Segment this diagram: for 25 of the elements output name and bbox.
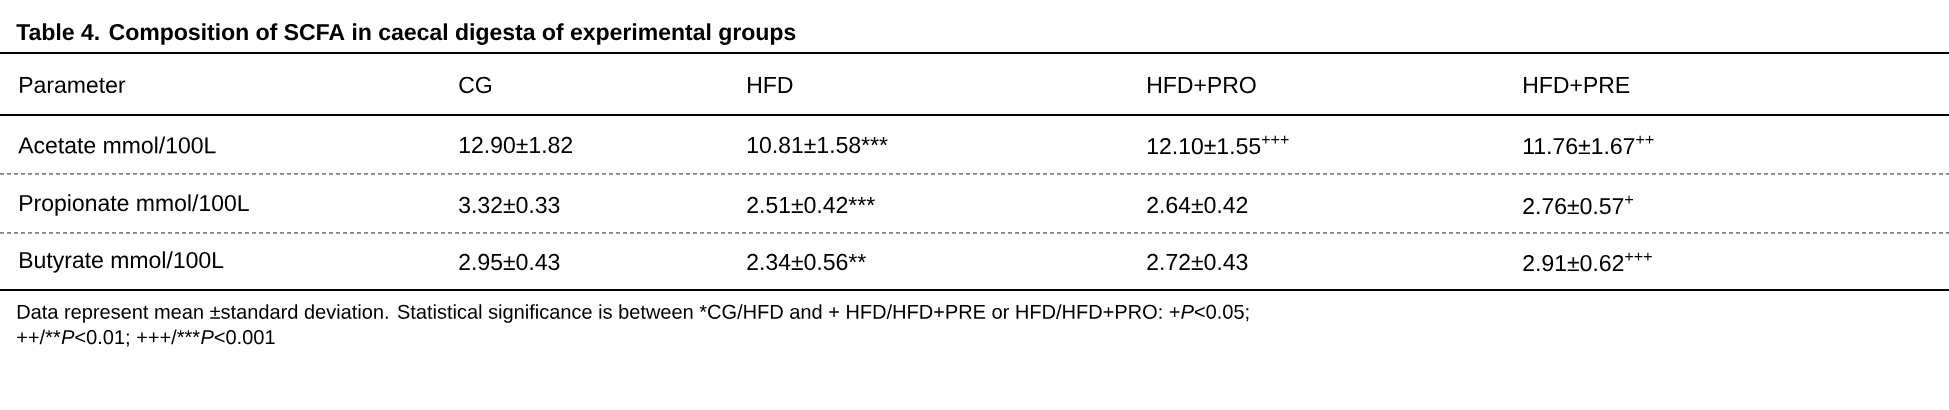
data-value: 10.81±1.58*** [747, 136, 888, 154]
column-header: HFD+PRE [1524, 77, 1630, 93]
data-value: 3.32±0.33 [459, 196, 560, 214]
row-label: Acetate mmol/100L [18, 136, 216, 154]
data-value: 2.34±0.56** [747, 253, 866, 271]
column-header: HFD+PRO [1148, 76, 1256, 94]
table-footnote: Data represent mean ±standard deviation. Statistical significance is between *CG/HFD and + HFD/HFD+PRE or HFD/HFD+PRO: +P<0.05; [17, 304, 1249, 323]
data-value: 2.91±0.62$^{+++}$ [1523, 252, 1652, 272]
column-header: CG [459, 76, 491, 94]
row-label: Propionate mmol/100L [20, 194, 249, 216]
footnote-text: P<0.001 [201, 330, 275, 345]
data-value: 11.76±1.67$^{++}$ [1523, 135, 1654, 155]
row-label: Butyrate mmol/100L [20, 251, 224, 273]
footnote-text: P<0.01; +++/*** [61, 329, 200, 347]
data-value: 2.72±0.43 [1147, 253, 1248, 271]
data-value: 2.51±0.42*** [747, 196, 875, 214]
table-title: Table 4. Composition of SCFA in caecal digesta of experimental groups [16, 23, 796, 45]
data-value: 2.76±0.57$^{+}$ [1523, 195, 1633, 215]
data-value: 12.10±1.55$^{+++}$ [1147, 135, 1289, 155]
data-value: 12.90±1.82 [459, 136, 572, 154]
data-value: 2.95±0.43 [459, 253, 560, 271]
column-header: HFD [748, 77, 793, 93]
data-value: 2.64±0.42 [1147, 196, 1248, 214]
footnote-text: ++/** [17, 329, 61, 345]
column-header: Parameter [20, 77, 126, 93]
